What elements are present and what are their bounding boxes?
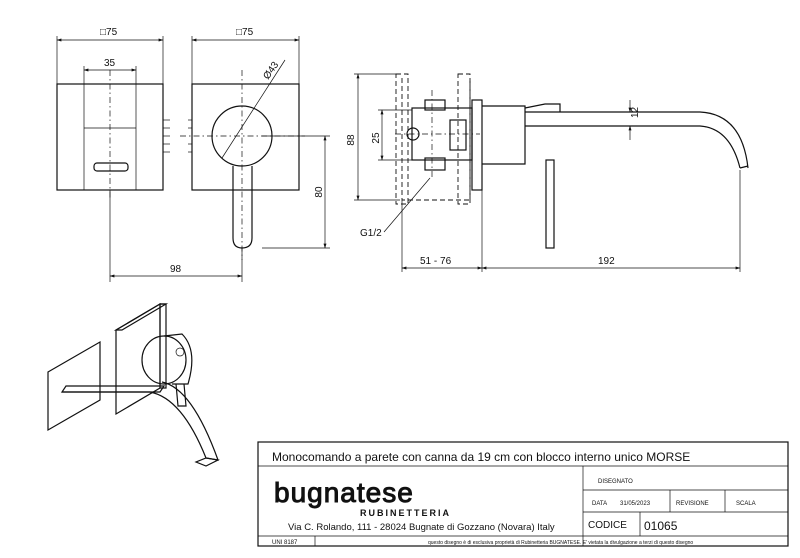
revision-label: REVISIONE [676, 501, 709, 507]
dim-wall-depth: 51 - 76 [401, 256, 483, 270]
scale-label: SCALA [736, 501, 756, 507]
product-title: Monocomando a parete con canna da 19 cm … [272, 450, 690, 464]
title-block: Monocomando a parete con canna da 19 cm … [257, 441, 789, 547]
dim-98-label: 98 [170, 264, 182, 275]
notice-text: questo disegno è di esclusiva proprietà … [428, 540, 693, 546]
dim-lever-offset: 80 [262, 135, 330, 249]
drawn-label: DISEGNATO [598, 479, 633, 485]
date-value: 31/05/2023 [620, 501, 651, 507]
dim-inner-height: 25 [371, 109, 412, 161]
brand-sub: RUBINETTERIA [360, 508, 451, 518]
dim-width-right: □75 [191, 27, 300, 84]
dim-spout-thickness: 12 [628, 100, 641, 140]
dim-80-label: 80 [314, 186, 325, 198]
dim-51-76-label: 51 - 76 [420, 256, 452, 267]
isometric-view [47, 302, 220, 467]
dim-spout-length: 192 [481, 256, 741, 270]
dim-192-label: 192 [598, 256, 615, 267]
dim-75-right-label: □75 [236, 27, 254, 38]
dim-35-label: 35 [104, 58, 116, 69]
dim-25-label: 25 [371, 132, 382, 144]
dim-width-left: □75 [56, 27, 164, 84]
front-view-plate [56, 70, 170, 200]
code-label: CODICE [588, 520, 627, 531]
thread-label: G1/2 [360, 228, 382, 239]
date-label: DATA [592, 501, 607, 507]
dim-75-left-label: □75 [100, 27, 118, 38]
thread-callout: G1/2 [360, 177, 431, 239]
standard-label: UNI 8187 [272, 540, 298, 546]
side-view [395, 73, 749, 272]
dim-body-height: 88 [346, 73, 400, 201]
address: Via C. Rolando, 111 - 28024 Bugnate di G… [288, 522, 555, 533]
dim-total-drop: 98 [109, 190, 243, 282]
front-view-knob: Ø43 [180, 60, 305, 260]
brand-logo: bugnatese [274, 477, 414, 508]
dim-handle-width: 35 [83, 58, 137, 84]
dim-88-label: 88 [346, 134, 357, 146]
code-value: 01065 [644, 519, 678, 533]
dim-12-label: 12 [630, 106, 641, 118]
